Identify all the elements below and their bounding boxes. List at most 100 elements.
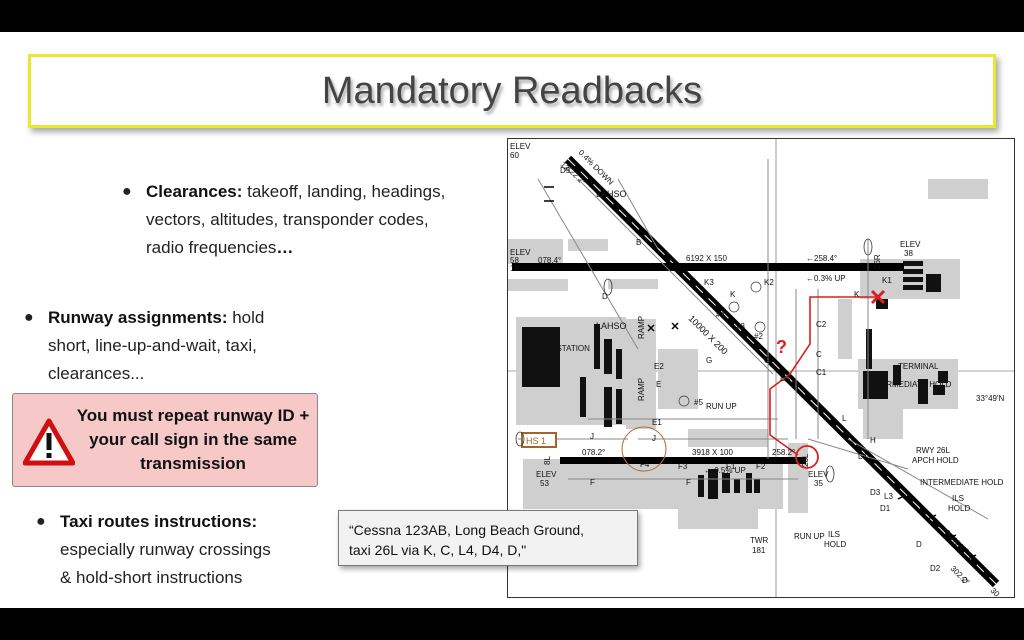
bullet-taxi: ● Taxi routes instructions: especially r… [36, 508, 320, 592]
bullet-text: takeoff, landing, headings, [242, 182, 446, 201]
svg-text:K: K [854, 290, 860, 299]
svg-text:F1: F1 [726, 462, 736, 471]
elev-value: 35 [814, 479, 823, 488]
runway-gradient: 0.3% UP [943, 528, 972, 557]
bullet-clearances: ● Clearances: takeoff, landing, headings… [122, 178, 506, 262]
svg-text:L3: L3 [884, 492, 893, 501]
airport-diagram: ? HS 1 ELEV 60 ELEV 58 18 [507, 138, 1015, 598]
elev-label: ELEV [510, 248, 531, 257]
lahso-label: LAHSO [596, 189, 627, 199]
tower-label: TWR [750, 536, 768, 545]
svg-text:D: D [962, 576, 968, 585]
svg-text:E: E [656, 380, 661, 389]
svg-text:D: D [916, 540, 922, 549]
elev-value: 53 [540, 479, 549, 488]
svg-text:K2: K2 [764, 278, 774, 287]
bullet-text: short, line-up-and-wait, taxi, [48, 336, 257, 355]
bullet-text: hold [227, 308, 265, 327]
route-end-circle [795, 445, 819, 469]
bullet-text: radio frequencies [146, 238, 277, 257]
runway-8r-26r [512, 263, 904, 271]
warning-text: You must repeat runway ID + your call si… [76, 406, 310, 473]
svg-text:D1: D1 [880, 504, 891, 513]
runway-number: 26R [873, 254, 882, 269]
fire-station-label: FIRE STATION [536, 344, 590, 353]
title-box: Mandatory Readbacks [28, 54, 996, 128]
runway-heading: 258.2° [772, 448, 795, 457]
svg-text:#4: #4 [716, 310, 725, 319]
elev-label: ELEV [808, 470, 829, 479]
elev-value: 58 [510, 256, 519, 265]
svg-text:L: L [842, 414, 847, 423]
ils-label: ILS [828, 530, 840, 539]
hold-area-circle [621, 426, 667, 472]
elev-label: ELEV [510, 142, 531, 151]
svg-text:E1: E1 [652, 418, 662, 427]
bullet-text: vectors, altitudes, transponder codes, [146, 210, 429, 229]
bullet-runway: ● Runway assignments: hold short, line-u… [24, 304, 328, 388]
svg-text:F: F [590, 478, 595, 487]
bullet-heading: Runway assignments: [48, 308, 228, 327]
runway-heading: 302.2° [949, 564, 972, 587]
svg-text:C: C [816, 350, 822, 359]
svg-text:D2: D2 [930, 564, 941, 573]
radio-call-quote: “Cessna 123AB, Long Beach Ground, taxi 2… [338, 510, 638, 566]
bullet-heading: Taxi routes instructions: [60, 512, 258, 531]
warning-triangle-icon [23, 418, 75, 466]
ramp-label: RAMP [637, 378, 646, 401]
quote-line: “Cessna 123AB, Long Beach Ground, [349, 522, 585, 538]
svg-text:J: J [652, 434, 656, 443]
runway-number: 18 [510, 264, 519, 273]
svg-text:#3: #3 [736, 322, 745, 331]
runway-12-30 [564, 155, 1000, 588]
ils-label: ILS [952, 494, 964, 503]
svg-text:D4: D4 [780, 374, 791, 383]
svg-text:B: B [636, 238, 641, 247]
taxi-route [769, 296, 878, 456]
ils-label: HOLD [824, 540, 846, 549]
runway-gradient: ← 0.5% UP [704, 466, 746, 475]
ramp-label: RAMP [637, 316, 646, 339]
runway-heading: ←258.4° [806, 254, 837, 263]
svg-text:L4: L4 [858, 452, 867, 461]
svg-text:A: A [626, 216, 632, 225]
wind-cones [515, 238, 873, 483]
elev-value: 60 [510, 151, 519, 160]
bullet-dot-icon: ● [24, 309, 34, 326]
svg-text:H: H [870, 436, 876, 445]
hold-label: INTERMEDIATE HOLD [920, 478, 1004, 487]
svg-text:K3: K3 [704, 278, 714, 287]
bullet-text: especially runway crossings [60, 540, 271, 559]
run-up-label: RUN UP [794, 532, 825, 541]
hold-label: APCH HOLD [912, 456, 959, 465]
bullet-dot-icon: ● [122, 183, 132, 200]
lahso-label: LAHSO [596, 321, 627, 331]
svg-text:F4: F4 [640, 460, 650, 469]
route-start-x-icon [870, 289, 886, 305]
warning-callout: You must repeat runway ID + your call si… [12, 393, 318, 487]
terminal-label: TERMINAL [898, 362, 939, 371]
ils-label: HOLD [948, 504, 970, 513]
bullet-heading: Clearances: [146, 182, 243, 201]
page-title: Mandatory Readbacks [321, 69, 703, 112]
svg-text:K: K [730, 290, 736, 299]
svg-text:F2: F2 [756, 462, 766, 471]
svg-text:C2: C2 [816, 320, 827, 329]
taxiway-labels: A B C C1 C2 D D D D1 D2 D3 D4 D5 E E1 E2… [560, 166, 968, 585]
bullet-text: … [276, 238, 294, 257]
question-mark: ? [776, 337, 787, 357]
hold-label: INTERMEDIATE HOLD [868, 380, 952, 389]
runway-8l-26l [560, 457, 806, 464]
hs1-label: HS 1 [526, 436, 546, 446]
bullet-text: & hold-short instructions [60, 568, 243, 587]
svg-text:G: G [764, 356, 770, 365]
tower-value: 181 [752, 546, 766, 555]
svg-text:K1: K1 [882, 276, 892, 285]
svg-text:F: F [686, 478, 691, 487]
svg-text:J: J [590, 432, 594, 441]
runway-heading: 078.4° [538, 256, 561, 265]
svg-text:C1: C1 [816, 368, 827, 377]
runway-number: 30 [989, 586, 1002, 598]
quote-line: taxi 26L via K, C, L4, D4, D," [349, 542, 527, 558]
taxiway-lines [518, 159, 989, 520]
